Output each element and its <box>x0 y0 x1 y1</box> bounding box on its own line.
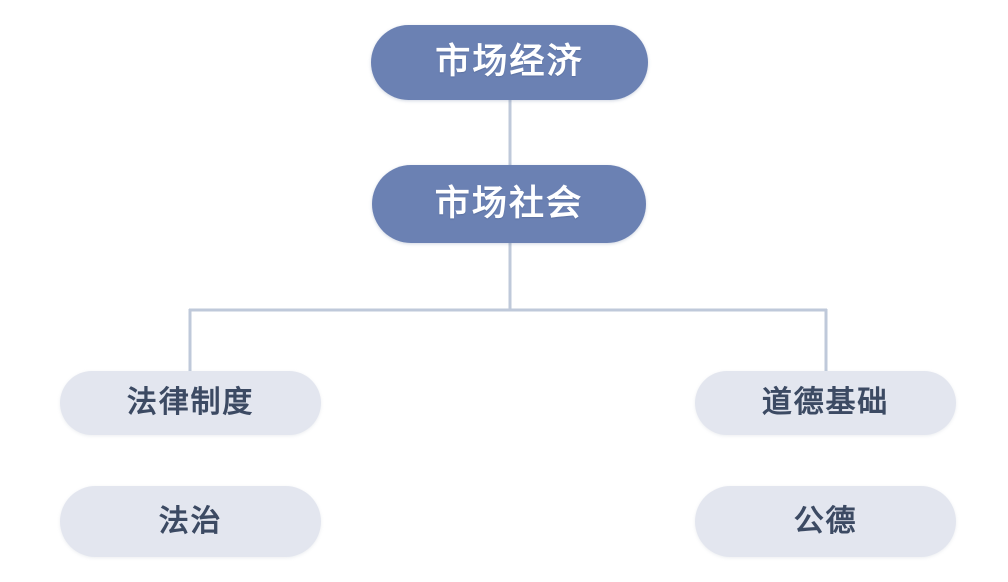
node-moral-foundation-label: 道德基础 <box>761 385 890 420</box>
node-market-economy[interactable]: 市场经济 <box>371 25 648 100</box>
node-legal-system[interactable]: 法律制度 <box>60 371 321 435</box>
node-public-morality[interactable]: 公德 <box>695 486 956 557</box>
node-rule-of-law-label: 法治 <box>158 503 223 539</box>
node-moral-foundation[interactable]: 道德基础 <box>695 371 956 435</box>
node-rule-of-law[interactable]: 法治 <box>60 486 321 557</box>
node-legal-system-label: 法律制度 <box>126 385 255 420</box>
node-public-morality-label: 公德 <box>793 503 858 539</box>
node-market-economy-label: 市场经济 <box>435 42 584 82</box>
node-market-society-label: 市场社会 <box>434 183 584 224</box>
node-market-society[interactable]: 市场社会 <box>372 165 646 243</box>
